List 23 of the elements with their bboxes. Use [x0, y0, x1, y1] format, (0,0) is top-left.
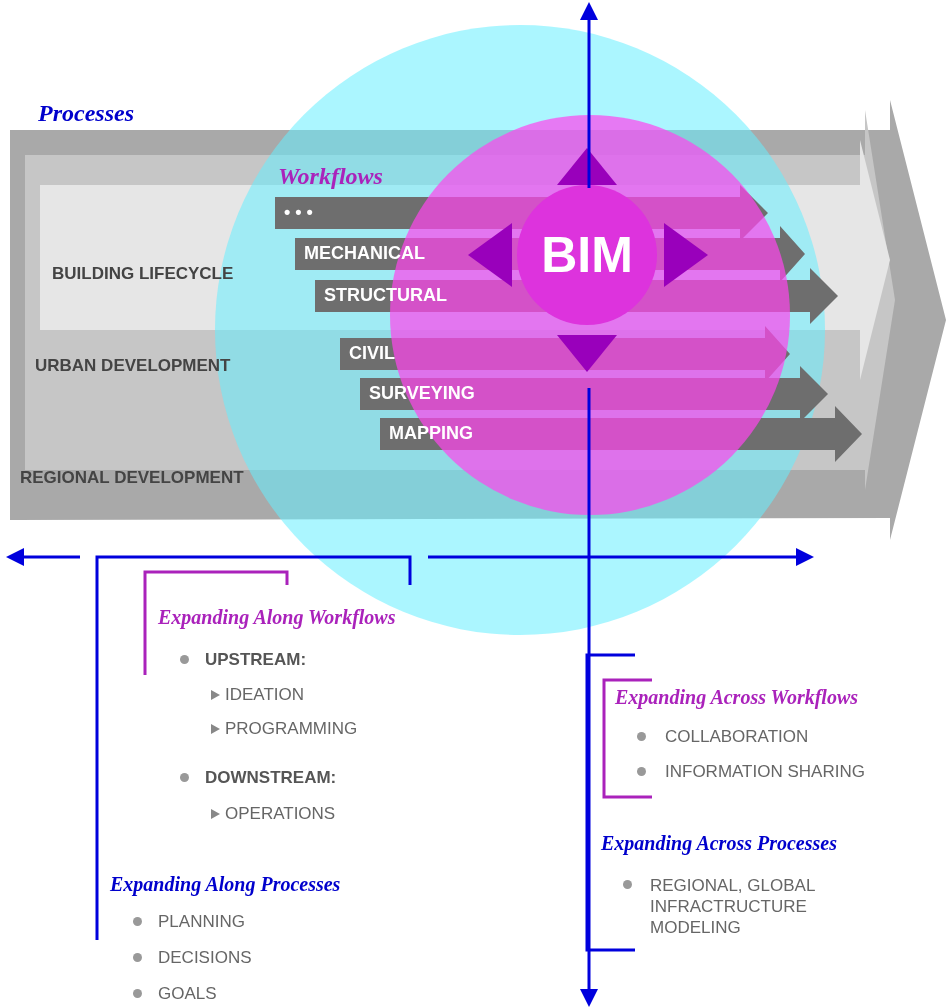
heading: Expanding Along Workflows — [158, 606, 396, 629]
heading: Expanding Across Workflows — [615, 686, 859, 709]
workflow-label: • • • — [284, 202, 313, 223]
heading: Processes — [38, 100, 134, 127]
band-label: BUILDING LIFECYCLE — [52, 264, 234, 284]
heading: Expanding Across Processes — [601, 832, 837, 855]
list-item: UPSTREAM: — [205, 650, 307, 670]
heading: Workflows — [278, 163, 383, 190]
workflow-label: CIVIL — [349, 343, 395, 364]
list-item: PLANNING — [158, 912, 245, 932]
list-item: OPERATIONS — [225, 804, 336, 824]
bim-label: BIM — [541, 226, 633, 284]
band-label: URBAN DEVELOPMENT — [35, 356, 231, 376]
list-item: REGIONAL, GLOBAL INFRACTRUCTURE MODELING — [650, 875, 816, 938]
list-item: DOWNSTREAM: — [205, 768, 337, 788]
list-item: IDEATION — [225, 685, 305, 705]
list-item: PROGRAMMING — [225, 719, 358, 739]
list-item: COLLABORATION — [665, 727, 809, 747]
list-item: INFORMATION SHARING — [665, 762, 865, 782]
band-label: REGIONAL DEVELOPMENT — [20, 468, 244, 488]
list-item: DECISIONS — [158, 948, 252, 968]
list-item: GOALS — [158, 984, 217, 1004]
heading: Expanding Along Processes — [110, 873, 341, 896]
